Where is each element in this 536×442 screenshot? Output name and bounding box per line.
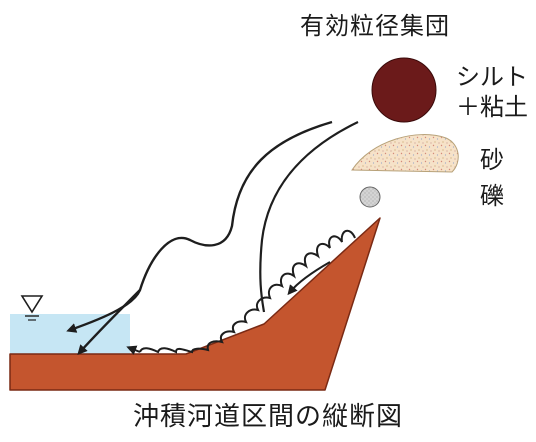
sand-trajectory (259, 121, 359, 313)
clay-label: ＋粘土 (456, 93, 528, 121)
silt-clay-trajectory (66, 120, 333, 333)
silt-clay-particle (371, 57, 437, 123)
effective-grain-size-title: 有効粒径集団 (300, 12, 450, 40)
silt-clay-branch-arrow (77, 289, 141, 355)
silt-label: シルト (456, 63, 528, 91)
bedload-arrowhead (126, 345, 141, 355)
river-bed (9, 217, 381, 391)
sand-label: 砂 (480, 146, 504, 174)
sand-return-arrow (287, 261, 331, 296)
diagram-caption: 沖積河道区間の縦断図 (132, 402, 403, 432)
silt-clay-label: シルト ＋粘土 (456, 62, 528, 122)
water-level-symbol (20, 295, 44, 321)
gravel-label: 礫 (480, 182, 504, 210)
sand-particle (351, 134, 459, 173)
gravel-particle (359, 186, 381, 208)
bedload-saltation-path (139, 229, 356, 354)
